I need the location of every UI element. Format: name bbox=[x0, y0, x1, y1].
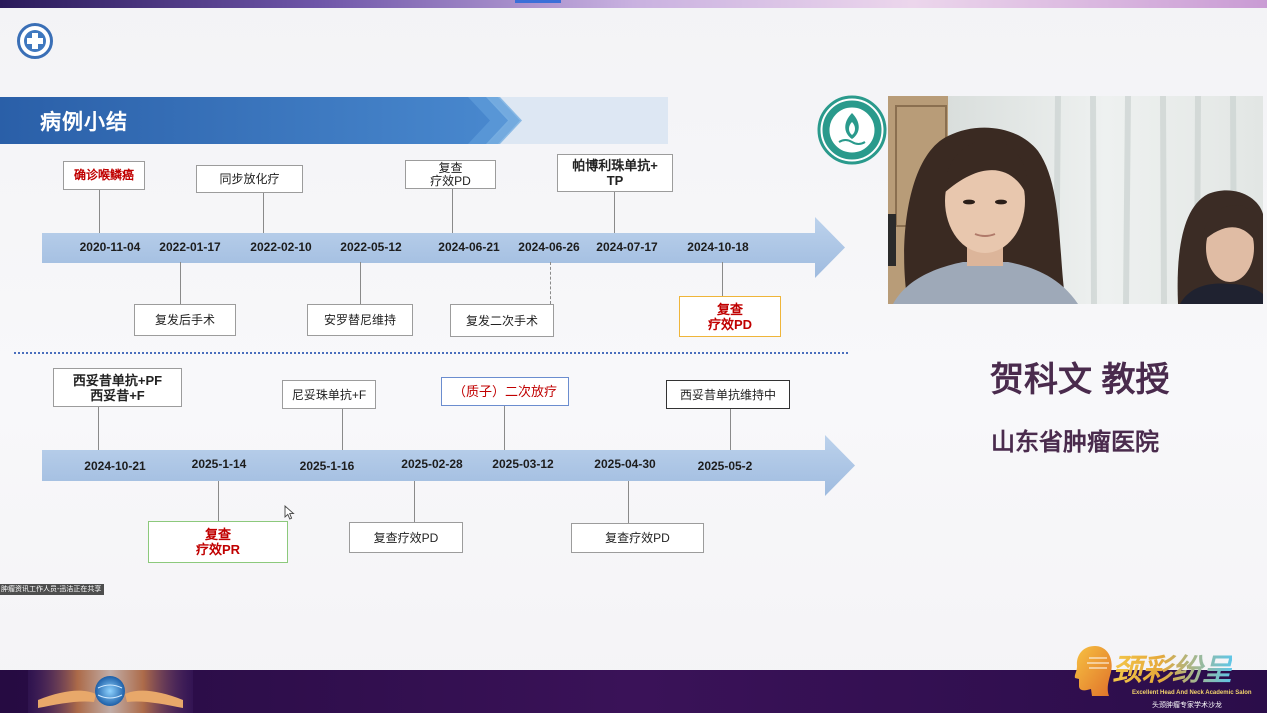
event-box-text: 复发后手术 bbox=[154, 313, 215, 327]
event-box-text: TP bbox=[606, 173, 624, 188]
event-box-text: （质子）二次放疗 bbox=[452, 383, 557, 399]
timeline2-date: 2025-1-16 bbox=[299, 459, 355, 473]
event-box-text: 复查 bbox=[204, 527, 231, 542]
timeline1-date: 2020-11-04 bbox=[79, 240, 141, 254]
connector-line bbox=[730, 409, 731, 450]
connector-line bbox=[99, 190, 100, 233]
speaker-video-tile[interactable] bbox=[888, 96, 1263, 304]
connector-line bbox=[218, 481, 219, 521]
mouse-pointer-icon bbox=[284, 504, 295, 520]
event-box-text: 疗效PD bbox=[430, 173, 471, 188]
slide-title: 病例小结 bbox=[40, 111, 128, 134]
event-box-diagnosis: 确诊喉鳞癌 bbox=[63, 161, 145, 190]
connector-line bbox=[452, 189, 453, 233]
event-box-chemoradiation: 同步放化疗 bbox=[196, 165, 303, 193]
event-box-text: 安罗替尼维持 bbox=[323, 313, 396, 327]
event-box-text: 疗效PD bbox=[707, 316, 753, 332]
footer-brand-chinese: 头颈肿瘤专家学术沙龙 bbox=[1152, 702, 1222, 709]
event-box-text: 同步放化疗 bbox=[219, 172, 280, 186]
event-box-review-pd: 复查疗效PD bbox=[349, 522, 463, 553]
timeline1-date: 2024-07-17 bbox=[596, 240, 658, 254]
timeline1-date: 2022-02-10 bbox=[250, 240, 312, 254]
footer-brand-logo: 颈彩纷呈 bbox=[1112, 645, 1232, 689]
event-box-review-pd-highlight: 复查 疗效PD bbox=[679, 296, 781, 337]
event-box-review-pr-highlight: 复查 疗效PR bbox=[148, 521, 288, 563]
timeline2-date: 2025-04-30 bbox=[594, 457, 656, 471]
connector-line bbox=[628, 481, 629, 523]
top-accent-bar bbox=[0, 0, 1267, 8]
screen-share-status: 肿瘤资讯工作人员-迅洁正在共享 bbox=[0, 584, 104, 595]
hands-globe-banner-icon bbox=[28, 670, 193, 713]
speaker-name: 贺科文 教授 bbox=[990, 361, 1170, 399]
head-silhouette-logo-icon bbox=[1073, 644, 1113, 696]
event-box-text: 西妥昔单抗维持中 bbox=[679, 387, 776, 402]
connector-line bbox=[722, 262, 723, 296]
connector-line bbox=[98, 407, 99, 450]
event-box-text: 帕博利珠单抗+ bbox=[572, 158, 658, 173]
event-box-text: 西妥昔+F bbox=[90, 387, 145, 403]
event-box-text: 复发二次手术 bbox=[465, 313, 538, 328]
event-box-text: 西妥昔单抗+PF bbox=[72, 372, 163, 388]
timeline1-date: 2024-06-21 bbox=[438, 240, 500, 254]
connector-line bbox=[614, 192, 615, 233]
event-box-review-pd: 复查 疗效PD bbox=[405, 160, 496, 189]
connector-line bbox=[550, 262, 551, 304]
event-box-text: 复查疗效PD bbox=[605, 531, 670, 545]
event-box-anlotinib: 安罗替尼维持 bbox=[307, 304, 413, 336]
event-box-text: 疗效PR bbox=[195, 542, 241, 557]
connector-line bbox=[263, 193, 264, 233]
timeline1-date: 2024-06-26 bbox=[518, 240, 580, 254]
connector-line bbox=[360, 262, 361, 304]
connector-line bbox=[414, 481, 415, 522]
event-box-text: 复查 bbox=[438, 160, 463, 175]
top-share-tab[interactable] bbox=[515, 0, 561, 3]
connector-line bbox=[180, 262, 181, 304]
timeline-arrow-1 bbox=[42, 217, 846, 278]
event-box-review-pd: 复查疗效PD bbox=[571, 523, 704, 553]
slide-header-banner bbox=[0, 97, 668, 144]
footer-bar bbox=[0, 670, 1267, 713]
timeline1-date: 2024-10-18 bbox=[687, 240, 749, 254]
timeline1-date: 2022-01-17 bbox=[159, 240, 221, 254]
event-box-proton-reirradiation: （质子）二次放疗 bbox=[441, 377, 569, 406]
timeline2-date: 2025-03-12 bbox=[492, 457, 554, 471]
timeline-divider bbox=[14, 352, 848, 354]
event-box-cetuximab-pf: 西妥昔单抗+PF 西妥昔+F bbox=[53, 368, 182, 407]
connector-line bbox=[504, 406, 505, 450]
speaker-affiliation: 山东省肿瘤医院 bbox=[991, 429, 1159, 456]
event-box-text: 复查 bbox=[716, 301, 743, 317]
cancer-hospital-logo-icon bbox=[816, 95, 888, 165]
event-box-text: 尼妥珠单抗+F bbox=[291, 387, 367, 402]
event-box-text: 确诊喉鳞癌 bbox=[73, 168, 134, 182]
event-box-text: 复查疗效PD bbox=[373, 530, 439, 545]
timeline2-date: 2025-05-2 bbox=[697, 459, 753, 473]
event-box-second-surgery: 复发二次手术 bbox=[450, 304, 554, 337]
timeline-arrow-2 bbox=[42, 435, 856, 496]
timeline1-date: 2022-05-12 bbox=[340, 240, 402, 254]
timeline2-date: 2024-10-21 bbox=[84, 459, 146, 473]
timeline2-date: 2025-1-14 bbox=[191, 457, 247, 471]
event-box-pembrolizumab-tp: 帕博利珠单抗+ TP bbox=[557, 154, 673, 192]
timeline2-date: 2025-02-28 bbox=[401, 457, 463, 471]
event-box-cetuximab-maintenance: 西妥昔单抗维持中 bbox=[666, 380, 790, 409]
connector-line bbox=[342, 409, 343, 450]
event-box-recurrence-surgery: 复发后手术 bbox=[134, 304, 236, 336]
footer-brand-english: Excellent Head And Neck Academic Salon bbox=[1132, 690, 1252, 696]
hospital-cross-logo-icon bbox=[17, 23, 53, 59]
event-box-nimotuzumab-f: 尼妥珠单抗+F bbox=[282, 380, 376, 409]
